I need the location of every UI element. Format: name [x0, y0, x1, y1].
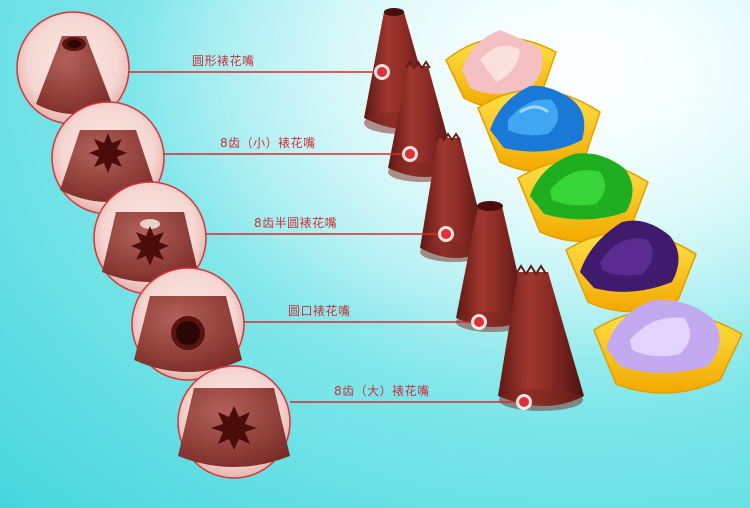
closeup-8-tooth-large	[177, 365, 291, 479]
leader-lines	[128, 71, 524, 403]
closeup-round	[16, 11, 130, 125]
label-round-opening-nozzle: 圆口裱花嘴	[288, 304, 351, 318]
cupcake-cup-blue	[477, 85, 601, 173]
closeup-round-opening	[131, 267, 245, 381]
label-round-nozzle: 圆形裱花嘴	[192, 54, 255, 68]
label-8-tooth-small-nozzle: 8齿（小）裱花嘴	[220, 136, 316, 150]
cupcake-cup-purple	[565, 220, 697, 313]
marker-dots	[374, 64, 532, 410]
cupcake-cup-green	[517, 153, 649, 243]
label-8-tooth-large-nozzle: 8齿（大）裱花嘴	[334, 384, 430, 398]
label-8-tooth-half-round-nozzle: 8齿半圆裱花嘴	[254, 216, 338, 230]
closeup-8-tooth-half-round	[93, 181, 207, 295]
cupcake-cup-lilac	[593, 299, 743, 394]
